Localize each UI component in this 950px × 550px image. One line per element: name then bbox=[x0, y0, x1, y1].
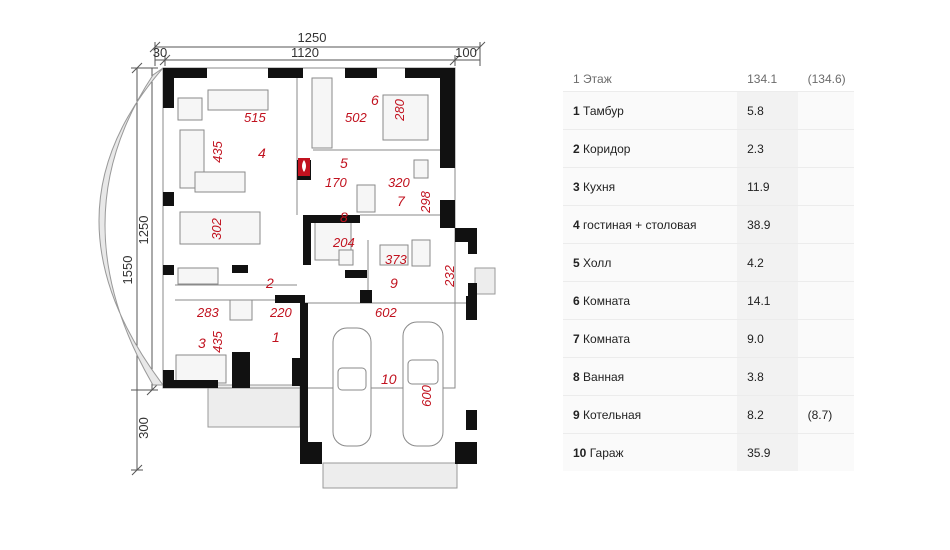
dimension-lines bbox=[131, 41, 486, 476]
table-row: 9 Котельная 8.2 (8.7) bbox=[563, 395, 854, 434]
room-dim-302: 302 bbox=[209, 217, 224, 239]
row-area: 3.8 bbox=[737, 357, 798, 396]
row-area: 11.9 bbox=[737, 167, 798, 206]
row-number: 2 bbox=[573, 141, 580, 156]
room-dim-283: 283 bbox=[196, 305, 219, 320]
floor-area: 134.1 bbox=[737, 67, 798, 92]
table-row: 8 Ванная 3.8 bbox=[563, 357, 854, 396]
room-dim-435-kitchen: 435 bbox=[210, 330, 225, 352]
dim-top-middle: 1120 bbox=[291, 45, 319, 60]
dim-left-outer: 1550 bbox=[120, 256, 135, 285]
row-name: гостиная + столовая bbox=[583, 217, 697, 232]
room-dim-600: 600 bbox=[419, 384, 434, 406]
row-number: 8 bbox=[573, 369, 580, 384]
row-area: 5.8 bbox=[737, 91, 798, 130]
row-number: 1 bbox=[573, 103, 580, 118]
dim-left-inner: 1250 bbox=[136, 216, 151, 245]
row-area: 9.0 bbox=[737, 319, 798, 358]
row-name: Ванная bbox=[583, 369, 625, 384]
row-area: 14.1 bbox=[737, 281, 798, 320]
row-number: 9 bbox=[573, 407, 580, 422]
area-table: 1 Этаж 134.1 (134.6) 1 Тамбур 5.8 2 Кори… bbox=[563, 67, 854, 471]
row-name: Кухня bbox=[583, 179, 616, 194]
room-dim-232: 232 bbox=[442, 264, 457, 287]
row-name: Тамбур bbox=[583, 103, 624, 118]
room-number-6: 6 bbox=[371, 92, 379, 108]
room-number-1: 1 bbox=[272, 329, 280, 345]
fireplace-icon bbox=[298, 158, 310, 176]
row-name: Комната bbox=[583, 293, 631, 308]
walls bbox=[163, 68, 477, 464]
room-number-8: 8 bbox=[340, 209, 348, 225]
row-name: Коридор bbox=[583, 141, 631, 156]
row-area-alt bbox=[797, 91, 854, 130]
row-number: 5 bbox=[573, 255, 580, 270]
room-dim-602: 602 bbox=[375, 305, 397, 320]
table-row: 7 Комната 9.0 bbox=[563, 319, 854, 358]
table-row: 4 гостиная + столовая 38.9 bbox=[563, 205, 854, 244]
room-number-10: 10 bbox=[381, 371, 397, 387]
row-area: 35.9 bbox=[737, 433, 798, 471]
room-number-3: 3 bbox=[198, 335, 206, 351]
room-number-2: 2 bbox=[265, 275, 274, 291]
row-area-alt bbox=[797, 319, 854, 358]
room-dim-373: 373 bbox=[385, 252, 407, 267]
floor-number: 1 bbox=[573, 72, 580, 86]
row-name: Комната bbox=[583, 331, 631, 346]
row-number: 4 bbox=[573, 217, 580, 232]
row-area: 2.3 bbox=[737, 129, 798, 168]
row-number: 3 bbox=[573, 179, 580, 194]
dim-top-left: 30 bbox=[153, 45, 167, 60]
floor-plan: 1250 30 1120 100 1550 1250 300 bbox=[98, 30, 496, 489]
row-area-alt bbox=[797, 167, 854, 206]
row-name: Котельная bbox=[583, 407, 642, 422]
room-dim-320: 320 bbox=[388, 175, 410, 190]
table-row: 5 Холл 4.2 bbox=[563, 243, 854, 282]
row-area-alt bbox=[797, 357, 854, 396]
row-area-alt bbox=[797, 281, 854, 320]
row-area: 4.2 bbox=[737, 243, 798, 282]
room-dim-515: 515 bbox=[244, 110, 266, 125]
row-number: 6 bbox=[573, 293, 580, 308]
room-number-4: 4 bbox=[258, 145, 266, 161]
row-area-alt bbox=[797, 243, 854, 282]
row-number: 10 bbox=[573, 445, 587, 460]
table-row: 2 Коридор 2.3 bbox=[563, 129, 854, 168]
room-dim-220: 220 bbox=[269, 305, 292, 320]
furniture bbox=[175, 77, 431, 384]
dim-top-right: 100 bbox=[455, 45, 477, 60]
row-name: Гараж bbox=[589, 445, 624, 460]
table-row: 6 Комната 14.1 bbox=[563, 281, 854, 320]
row-name: Холл bbox=[583, 255, 612, 270]
dim-top-total: 1250 bbox=[298, 30, 327, 45]
row-area: 8.2 bbox=[737, 395, 798, 434]
room-number-7: 7 bbox=[397, 193, 406, 209]
floor-title: Этаж bbox=[583, 72, 612, 86]
table-row: 3 Кухня 11.9 bbox=[563, 167, 854, 206]
row-area-alt bbox=[797, 433, 854, 471]
room-dim-204: 204 bbox=[332, 235, 355, 250]
room-dim-502: 502 bbox=[345, 110, 367, 125]
row-area-alt bbox=[797, 205, 854, 244]
dim-left-bottom: 300 bbox=[136, 417, 151, 439]
row-number: 7 bbox=[573, 331, 580, 346]
floor-area-alt: (134.6) bbox=[797, 67, 854, 92]
row-area-alt bbox=[797, 129, 854, 168]
room-number-9: 9 bbox=[390, 275, 398, 291]
room-number-5: 5 bbox=[340, 155, 348, 171]
room-dim-435: 435 bbox=[210, 140, 225, 162]
room-dim-280: 280 bbox=[392, 98, 407, 121]
cars bbox=[332, 321, 444, 447]
room-dim-170: 170 bbox=[325, 175, 347, 190]
row-area-alt: (8.7) bbox=[797, 395, 854, 434]
room-dim-298: 298 bbox=[418, 190, 433, 213]
row-area: 38.9 bbox=[737, 205, 798, 244]
table-row: 1 Тамбур 5.8 bbox=[563, 91, 854, 130]
table-row: 10 Гараж 35.9 bbox=[563, 433, 854, 471]
area-table-header: 1 Этаж 134.1 (134.6) bbox=[563, 67, 854, 92]
